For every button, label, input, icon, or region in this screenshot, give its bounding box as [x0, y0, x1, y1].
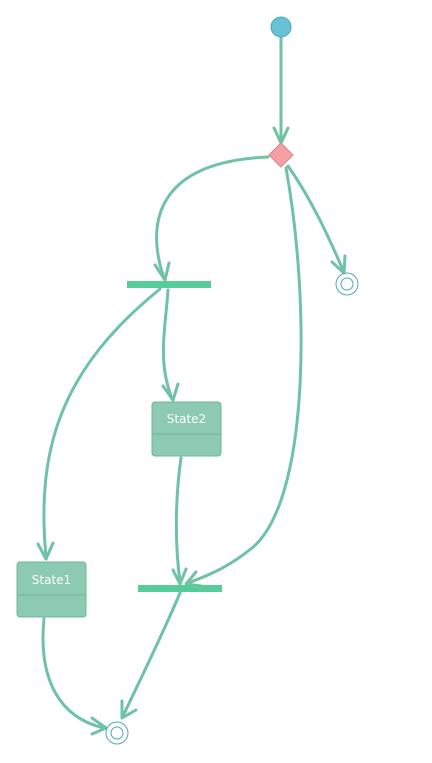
- fork-bar: [127, 281, 211, 288]
- transition-choice-to-fork: [155, 155, 270, 280]
- transition-state1-to-final-bottom: [41, 617, 106, 730]
- arrowhead-state2: [161, 382, 180, 402]
- final-state-right-inner: [340, 277, 354, 291]
- arrowhead-join-from-state2: [171, 567, 188, 586]
- final-state-bottom-outer: [105, 721, 129, 745]
- initial-state: [270, 16, 292, 38]
- transition-choice-to-final-right: [286, 164, 345, 272]
- state-state1[interactable]: State1: [16, 561, 87, 618]
- state-state2-box: [151, 401, 222, 457]
- transition-choice-to-join: [186, 166, 303, 585]
- state-state2-label: State2: [167, 412, 206, 426]
- state-state1-box: [16, 561, 87, 618]
- state-state2[interactable]: State2: [151, 401, 222, 457]
- transition-state2-to-join: [174, 456, 183, 584]
- final-state-bottom: [105, 721, 129, 745]
- transitions: [36, 36, 347, 736]
- transition-fork-to-state2: [161, 288, 174, 401]
- state-state1-label: State1: [32, 573, 71, 587]
- final-state-bottom-inner: [110, 726, 124, 740]
- final-state-right-outer: [335, 272, 359, 296]
- transition-join-to-final-bottom: [121, 591, 182, 718]
- arrowhead-final-bottom: [120, 699, 138, 720]
- arrowhead-final-bottom-from-state1: [90, 716, 108, 736]
- join-bar: [138, 585, 222, 592]
- choice-node: [268, 142, 294, 168]
- transition-fork-to-state1: [42, 287, 162, 559]
- arrowhead-fork: [153, 261, 171, 282]
- arrowhead-state1: [36, 541, 55, 561]
- final-state-right: [335, 272, 359, 296]
